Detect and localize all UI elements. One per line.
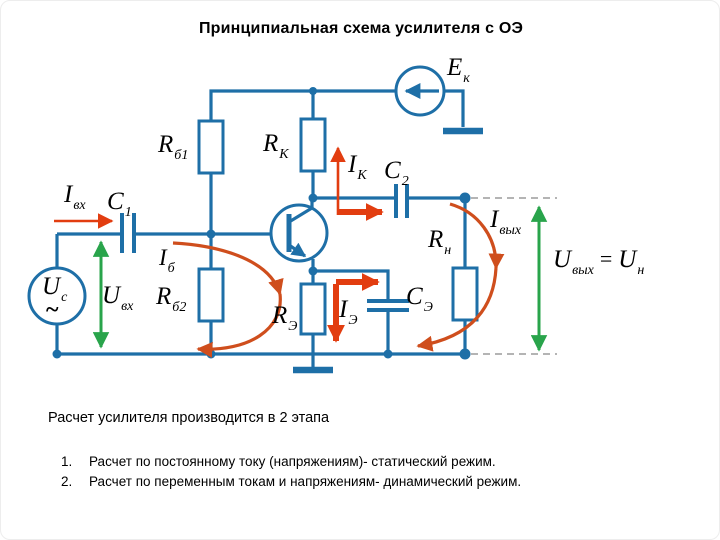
label-uc: Uc <box>42 274 67 305</box>
label-uvyx-sub: вых <box>572 263 594 278</box>
label-uc-sub: c <box>61 290 68 305</box>
source-ek <box>394 65 446 117</box>
label-rb1-sub: б1 <box>174 148 189 163</box>
list-item-text: Расчет по переменным токам и напряжениям… <box>89 474 522 489</box>
label-c1: C1 <box>107 189 132 220</box>
label-rn-sub: н <box>444 243 452 258</box>
label-rb2: Rб2 <box>156 284 186 315</box>
label-un-main: U <box>618 246 637 273</box>
label-rb1-main: R <box>158 131 174 158</box>
page-title: Принципиальная схема усилителя с ОЭ <box>198 20 524 37</box>
current-loop-output <box>416 202 505 352</box>
resistor-rb2 <box>197 267 225 323</box>
list-item-text: Расчет по постоянному току (напряжениям)… <box>89 454 496 469</box>
label-ce-main: C <box>406 283 423 310</box>
capacitor-c1 <box>120 213 136 253</box>
label-rb2-sub: б2 <box>172 300 187 315</box>
label-ik-main: I <box>348 151 357 178</box>
label-ik: IК <box>348 152 367 183</box>
label-rk-sub: К <box>279 147 289 162</box>
list-item: 2. Расчет по переменным токам и напряжени… <box>61 474 521 489</box>
list-item: 1. Расчет по постоянному току (напряжения… <box>61 454 496 469</box>
label-ib-sub: б <box>167 261 175 276</box>
label-c1-sub: 1 <box>124 205 132 220</box>
label-ib-main: I <box>159 245 167 270</box>
current-arrow-ie <box>327 273 380 343</box>
label-rk: RК <box>263 131 289 162</box>
label-un-sub: н <box>637 263 645 278</box>
wires <box>55 89 467 368</box>
resistor-rn <box>451 266 479 322</box>
label-uvyx-main: U <box>553 246 572 273</box>
label-rb2-main: R <box>156 283 172 310</box>
label-uc-main: U <box>42 273 61 300</box>
label-ce-sub: Э <box>423 300 433 315</box>
label-uc-tilde: ~ <box>46 297 59 323</box>
label-ivyx: Iвых <box>490 207 521 238</box>
label-ce: CЭ <box>406 284 433 315</box>
current-loop-input <box>172 241 284 358</box>
label-ie: IЭ <box>339 297 358 328</box>
label-ivyx-main: I <box>490 206 499 233</box>
list-item-number: 2. <box>61 474 73 489</box>
label-rn-main: R <box>428 226 444 253</box>
resistor-rb1 <box>197 119 225 175</box>
resistor-rk <box>299 117 327 173</box>
label-uvx-sub: вх <box>121 299 134 314</box>
label-c1-main: C <box>107 188 124 215</box>
label-rb1: Rб1 <box>158 132 188 163</box>
label-c2-main: C <box>384 157 401 184</box>
junction-dots <box>52 87 471 360</box>
label-ivx-main: I <box>64 181 73 208</box>
label-ivyx-sub: вых <box>499 223 522 238</box>
label-ek-main: E <box>447 54 463 81</box>
label-uvx: Uвх <box>102 283 133 314</box>
capacitor-c2 <box>394 184 409 218</box>
label-re: RЭ <box>272 303 297 334</box>
transistor <box>269 198 329 263</box>
label-ie-sub: Э <box>348 313 358 328</box>
resistor-re <box>299 282 327 336</box>
label-uvx-main: U <box>102 282 121 309</box>
label-ik-sub: К <box>357 168 367 183</box>
label-re-sub: Э <box>288 319 298 334</box>
notes-intro: Расчет усилителя производится в 2 этапа <box>48 410 330 426</box>
label-c2-sub: 2 <box>401 174 409 189</box>
label-rk-main: R <box>263 130 279 157</box>
label-re-main: R <box>272 302 288 329</box>
label-ek: Eк <box>447 55 470 86</box>
list-item-number: 1. <box>61 454 73 469</box>
label-uout-equation: Uвых=Uн <box>553 247 644 278</box>
dashed-guides <box>471 197 557 355</box>
label-ek-sub: к <box>463 71 470 86</box>
equals-sign: = <box>599 246 613 271</box>
label-ivx: Iвх <box>64 182 86 213</box>
label-rn: Rн <box>428 227 451 258</box>
source-uc <box>27 266 87 326</box>
label-ib: Iб <box>159 246 175 276</box>
capacitor-ce <box>367 299 409 312</box>
label-ivx-sub: вх <box>73 198 86 213</box>
label-ie-main: I <box>339 296 348 323</box>
label-c2: C2 <box>384 158 409 189</box>
